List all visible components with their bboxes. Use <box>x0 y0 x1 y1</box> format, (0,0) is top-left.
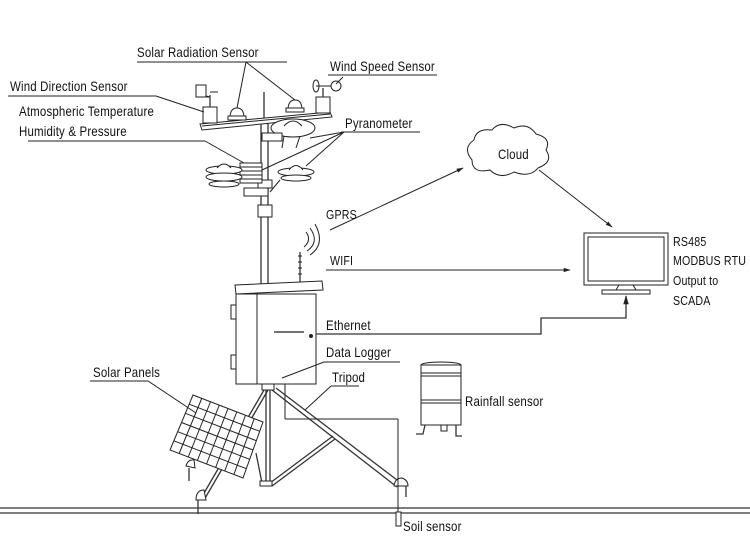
antenna-icon <box>298 252 302 282</box>
label-atmospheric-line1: Atmospheric Temperature <box>19 103 155 119</box>
tripod <box>195 383 409 514</box>
cloud-icon <box>467 124 550 176</box>
label-solar-radiation-sensor: Solar Radiation Sensor <box>137 44 259 60</box>
rainfall-sensor-icon <box>416 361 462 437</box>
label-wifi: WIFI <box>330 253 354 268</box>
pyranometer-icon <box>261 118 316 149</box>
label-wind-direction-sensor: Wind Direction Sensor <box>10 78 128 94</box>
solar-cell-line <box>181 422 254 451</box>
cloud-to-scada-arrow <box>538 169 613 228</box>
soil-sensor-icon <box>395 419 402 527</box>
atmospheric-sensor-icon <box>205 162 269 197</box>
label-rainfall-sensor: Rainfall sensor <box>465 393 544 409</box>
ethernet-link-arrow <box>316 295 629 335</box>
solar-cell-line <box>177 431 250 460</box>
wind-speed-sensor-icon <box>312 79 342 114</box>
label-tripod: Tripod <box>332 369 366 385</box>
label-solar-panels: Solar Panels <box>93 364 161 380</box>
wireless-signal-icon <box>303 223 320 256</box>
ground-line <box>0 507 750 514</box>
label-wind-speed-sensor: Wind Speed Sensor <box>330 58 435 74</box>
label-atmospheric-line2: Humidity & Pressure <box>19 123 127 139</box>
solar-cell-line <box>185 412 257 442</box>
gprs-link-arrow <box>329 167 464 231</box>
leader-lines <box>8 61 437 414</box>
label-scada-line1: RS485 <box>673 234 707 249</box>
label-scada-line3: Output to <box>673 273 719 288</box>
data-logger-enclosure <box>230 280 324 385</box>
label-pyranometer: Pyranometer <box>345 115 413 131</box>
label-data-logger: Data Logger <box>326 344 391 360</box>
solar-panel-mount <box>185 459 196 481</box>
solar-cell-line <box>188 403 260 432</box>
mast <box>257 92 273 285</box>
solar-cell-line <box>173 440 247 470</box>
wind-direction-sensor-icon <box>195 84 218 124</box>
label-gprs: GPRS <box>326 207 357 222</box>
scada-monitor-icon <box>583 232 669 295</box>
label-ethernet: Ethernet <box>326 317 371 333</box>
label-scada-line4: SCADA <box>673 293 711 308</box>
label-cloud: Cloud <box>498 146 529 162</box>
pyranometer-lower-icon <box>269 165 315 193</box>
label-soil-sensor: Soil sensor <box>403 518 462 534</box>
solar-panel-icon <box>169 394 264 479</box>
sensor-crossarm <box>199 111 333 131</box>
label-scada-line2: MODBUS RTU <box>673 253 747 268</box>
